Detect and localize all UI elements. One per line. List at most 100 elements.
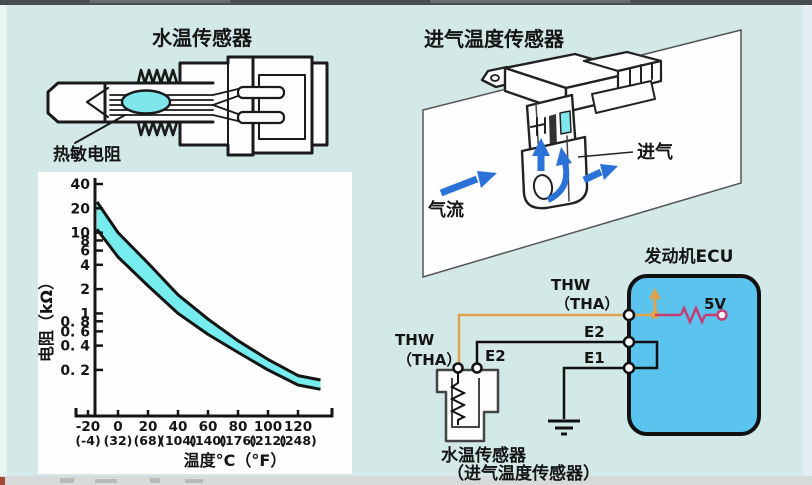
x-tick-label-fahrenheit: (140) xyxy=(189,433,227,448)
ground-symbol xyxy=(548,419,580,436)
supply-terminal xyxy=(716,309,728,321)
x-tick-label-celsius: 100 xyxy=(254,419,282,435)
y-tick-label: 0. 8 xyxy=(60,314,90,330)
airflow-arrow-curved-head xyxy=(556,147,572,166)
x-tick-label-celsius: 40 xyxy=(169,419,188,435)
bottom-edge-strip xyxy=(0,476,812,485)
sensor-symbol-inner-well xyxy=(451,378,480,428)
airflow-arrow-left-shaft xyxy=(439,175,479,197)
airflow-arrow-left-head xyxy=(477,171,497,188)
bottom-edge-artifact xyxy=(95,479,117,483)
airflow-arrow-right-head xyxy=(600,164,618,180)
sensor-thw-label-line2: （THA） xyxy=(397,351,461,369)
maf-connector-ribs xyxy=(629,62,653,86)
y-tick-label: 2 xyxy=(80,282,90,298)
supply-label: 5V xyxy=(704,295,726,313)
top-edge-artifact xyxy=(90,0,230,3)
ecu-box xyxy=(627,274,761,436)
maf-sensing-element xyxy=(559,110,572,135)
chart-x-axis xyxy=(74,408,334,418)
x-tick-label-fahrenheit: (68) xyxy=(134,433,163,448)
e2-wire xyxy=(475,340,629,364)
sensor-terminal-e2 xyxy=(471,362,483,374)
coolant-sensor-drawing xyxy=(46,55,329,157)
maf-connector-collar xyxy=(591,80,656,114)
y-tick-label: 0. 2 xyxy=(60,363,90,379)
x-tick-label-celsius: 120 xyxy=(284,419,312,435)
x-tick-label-celsius: 20 xyxy=(139,419,158,435)
sensor-symbol-resistor xyxy=(449,370,467,425)
y-tick-label: 0. 6 xyxy=(60,324,90,340)
bottom-edge-artifact xyxy=(185,479,203,483)
connector-inner-frame xyxy=(258,74,306,140)
x-tick-label-fahrenheit: (32) xyxy=(104,433,133,448)
probe-tip-chevron xyxy=(85,86,110,119)
y-tick-label: 4 xyxy=(80,258,90,274)
x-tick-label-celsius: 60 xyxy=(199,419,218,435)
sensor-flange-fill xyxy=(228,57,253,155)
pullup-resistor xyxy=(679,304,707,326)
bottom-edge-red-artifact xyxy=(0,477,5,485)
intake-air-sensor-drawing xyxy=(480,50,663,210)
y-tick-label: 0. 4 xyxy=(60,339,90,355)
airflow-label: 气流 xyxy=(427,199,464,221)
chart-y-axis-title: 电阻（kΩ） xyxy=(37,274,56,362)
y-tick-label: 20 xyxy=(71,201,91,217)
thread-top xyxy=(136,68,179,85)
ecu-terminal-e1 xyxy=(622,361,636,375)
airflow-arrow-right-shaft xyxy=(582,168,603,184)
ecu-terminal-thw xyxy=(622,308,636,322)
ecu-e2-label: E2 xyxy=(584,323,605,341)
thermistor-element xyxy=(120,89,172,115)
sensor-caption-line1: 水温传感器 xyxy=(441,445,527,466)
y-tick-label: 1 xyxy=(80,306,90,322)
airflow-arrow-curved-shaft xyxy=(546,162,570,203)
x-tick-label-fahrenheit: (212) xyxy=(249,433,287,448)
y-tick-label: 8 xyxy=(80,233,90,249)
connector-pin-upper xyxy=(236,85,286,100)
bottom-edge-artifact xyxy=(150,478,160,483)
intake-leader-line xyxy=(577,151,634,158)
maf-mount-hole xyxy=(490,74,500,82)
y-tick-label: 40 xyxy=(71,177,91,193)
intake-label: 进气 xyxy=(637,141,673,163)
thw-signal-wire xyxy=(457,313,629,364)
maf-probe-slot xyxy=(549,114,557,150)
sensor-e2-label: E2 xyxy=(485,347,506,365)
bottom-edge-artifact xyxy=(60,478,74,483)
sensor-hex-fill xyxy=(180,63,228,145)
connector-end-cap xyxy=(310,61,329,147)
x-tick-label-fahrenheit: (176) xyxy=(219,433,257,448)
y-tick-label: 6 xyxy=(80,244,90,260)
y-tick-label: 10 xyxy=(71,226,91,242)
thread-bottom xyxy=(136,120,179,137)
resistance-min-curve xyxy=(95,228,321,391)
e1-wire xyxy=(562,366,629,419)
pin-funnels xyxy=(212,88,239,122)
ecu-thw-label-line2: （THA） xyxy=(555,295,619,313)
sensor-caption-line2: （进气温度传感器） xyxy=(447,463,600,484)
sensor-terminal-thw xyxy=(452,362,464,374)
ecu-internal-bracket xyxy=(629,340,659,370)
top-edge-strip xyxy=(0,0,812,5)
ecu-e1-label: E1 xyxy=(584,349,605,367)
signal-arrow-head xyxy=(649,288,661,299)
maf-connector-front xyxy=(616,59,663,94)
airflow-arrows xyxy=(439,138,618,203)
resistance-max-curve xyxy=(95,201,321,382)
coolant-sensor-title: 水温传感器 xyxy=(152,26,253,50)
ecu-thw-label-line1: THW xyxy=(551,276,591,294)
airflow-arrow-up-head xyxy=(532,138,550,156)
ecu-title: 发动机ECU xyxy=(644,246,734,267)
x-tick-label-celsius: 0 xyxy=(113,419,122,435)
left-edge-strip xyxy=(0,5,7,485)
probe-tip-housing xyxy=(46,81,107,124)
maf-cup-opening xyxy=(532,174,554,200)
x-tick-label-fahrenheit: (-4) xyxy=(75,433,100,448)
intake-sensor-title: 进气温度传感器 xyxy=(424,27,565,51)
x-tick-label-fahrenheit: (104) xyxy=(159,433,197,448)
sensor-thw-label-line1: THW xyxy=(395,331,435,349)
thermistor-label: 热敏电阻 xyxy=(53,144,121,165)
